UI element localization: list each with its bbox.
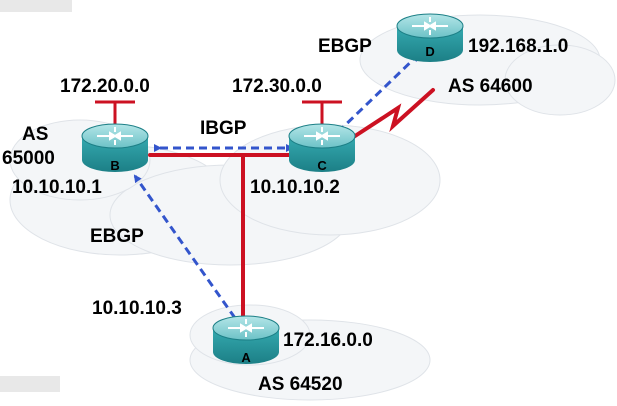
bgp-sessions: [133, 53, 420, 326]
network-label-a: 172.16.0.0: [283, 330, 373, 351]
as-label-d: AS 64600: [448, 76, 533, 97]
session-label-ebgp-ab: EBGP: [90, 226, 144, 247]
corner-artifact: [0, 0, 72, 12]
router-letter: D: [425, 44, 434, 59]
router-letter: A: [241, 350, 251, 365]
as-label-b-number: 65000: [2, 148, 55, 169]
as-label-b-word: AS: [22, 124, 48, 145]
network-label-d: 192.168.1.0: [468, 36, 568, 57]
router-icon: [288, 123, 356, 172]
router-d[interactable]: D: [396, 13, 464, 62]
labels: 172.20.0.0 172.30.0.0 192.168.1.0 172.16…: [2, 36, 568, 395]
session-ebgp-a-b: [133, 174, 242, 326]
router-icon: [81, 123, 149, 172]
router-c[interactable]: C: [288, 123, 356, 173]
corner-artifact: [0, 376, 60, 392]
session-label-ebgp-cd: EBGP: [318, 36, 372, 57]
interface-ip-c: 10.10.10.2: [250, 177, 340, 198]
network-label-c: 172.30.0.0: [232, 76, 322, 97]
router-a[interactable]: A: [212, 315, 280, 365]
router-letter: B: [110, 158, 119, 173]
network-label-b: 172.20.0.0: [60, 76, 150, 97]
session-label-ibgp: IBGP: [200, 118, 247, 139]
router-icon: [396, 13, 464, 62]
session-ebgp-c-d: [330, 53, 420, 140]
router-icon: [212, 315, 280, 364]
interface-ip-b: 10.10.10.1: [12, 177, 102, 198]
router-letter: C: [317, 158, 327, 173]
router-b[interactable]: B: [81, 123, 149, 173]
as-label-a: AS 64520: [258, 374, 343, 395]
interface-ip-a: 10.10.10.3: [92, 298, 182, 319]
